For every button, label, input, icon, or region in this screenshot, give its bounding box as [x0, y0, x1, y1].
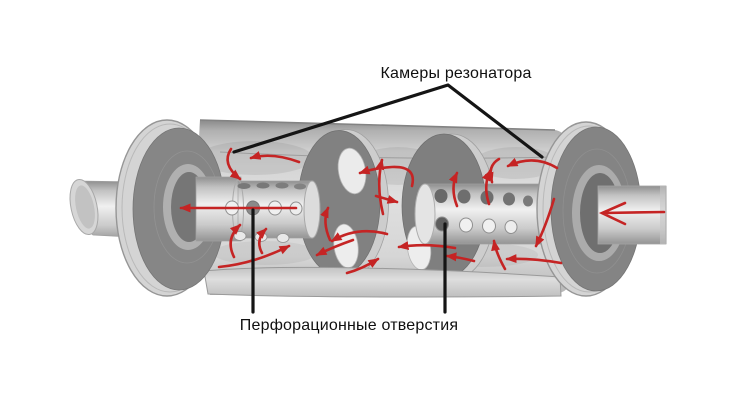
- left-end-cap: [115, 119, 226, 297]
- flow-arrow: [484, 157, 501, 184]
- perforation-hole: [482, 218, 496, 234]
- perforation-hole: [275, 182, 289, 189]
- flow-arrow: [358, 165, 415, 188]
- flow-arrow: [315, 238, 355, 257]
- flow-arrow: [320, 206, 332, 242]
- flow-arrow: [375, 158, 385, 216]
- inlet-pipe: [597, 185, 667, 245]
- flow-arrow: [397, 241, 457, 251]
- pipe-cut-end: [414, 183, 436, 245]
- flow-arrow: [491, 239, 507, 271]
- shell-cut-edge: [219, 151, 557, 159]
- flow-arrow: [534, 197, 556, 248]
- perforation-hole: [434, 189, 448, 203]
- flow-arrow: [445, 252, 476, 263]
- perforation-hole: [523, 195, 533, 207]
- perforation-hole: [237, 183, 251, 189]
- perforation-hole: [256, 182, 270, 189]
- pipe-cut-end: [303, 180, 321, 239]
- flow-arrow: [226, 147, 242, 181]
- flow-arrow: [229, 223, 242, 259]
- chambers-callout-line: [232, 83, 544, 159]
- flow-arrow: [249, 151, 301, 164]
- perforation-holes-right: [434, 189, 533, 234]
- flow-arrow: [345, 257, 380, 275]
- perforation-hole: [504, 220, 518, 234]
- flow-arrow: [506, 157, 559, 170]
- perforation-hole: [459, 217, 473, 233]
- perforation-hole: [503, 192, 515, 206]
- resonator-chambers-label: Камеры резонатора: [380, 65, 531, 82]
- shell-front-cut-band: [203, 266, 562, 298]
- flow-arrow: [448, 171, 459, 208]
- outlet-pipe-bore: [75, 185, 95, 229]
- perforation-hole: [457, 189, 471, 204]
- perforation-hole: [294, 183, 306, 190]
- callouts: [232, 83, 544, 314]
- perforation-hole: [276, 233, 290, 243]
- perforation-hole: [233, 231, 247, 241]
- flow-arrow: [256, 227, 268, 255]
- flow-arrow: [330, 229, 389, 243]
- inlet-flow-arrow: [598, 201, 666, 226]
- right-end-cap: [536, 121, 667, 297]
- flow-arrow: [505, 254, 563, 265]
- inner-pipe-left: [195, 176, 321, 243]
- perforation-holes-label: Перфорационные отверстия: [240, 317, 458, 334]
- shell-top-edge: [199, 119, 556, 131]
